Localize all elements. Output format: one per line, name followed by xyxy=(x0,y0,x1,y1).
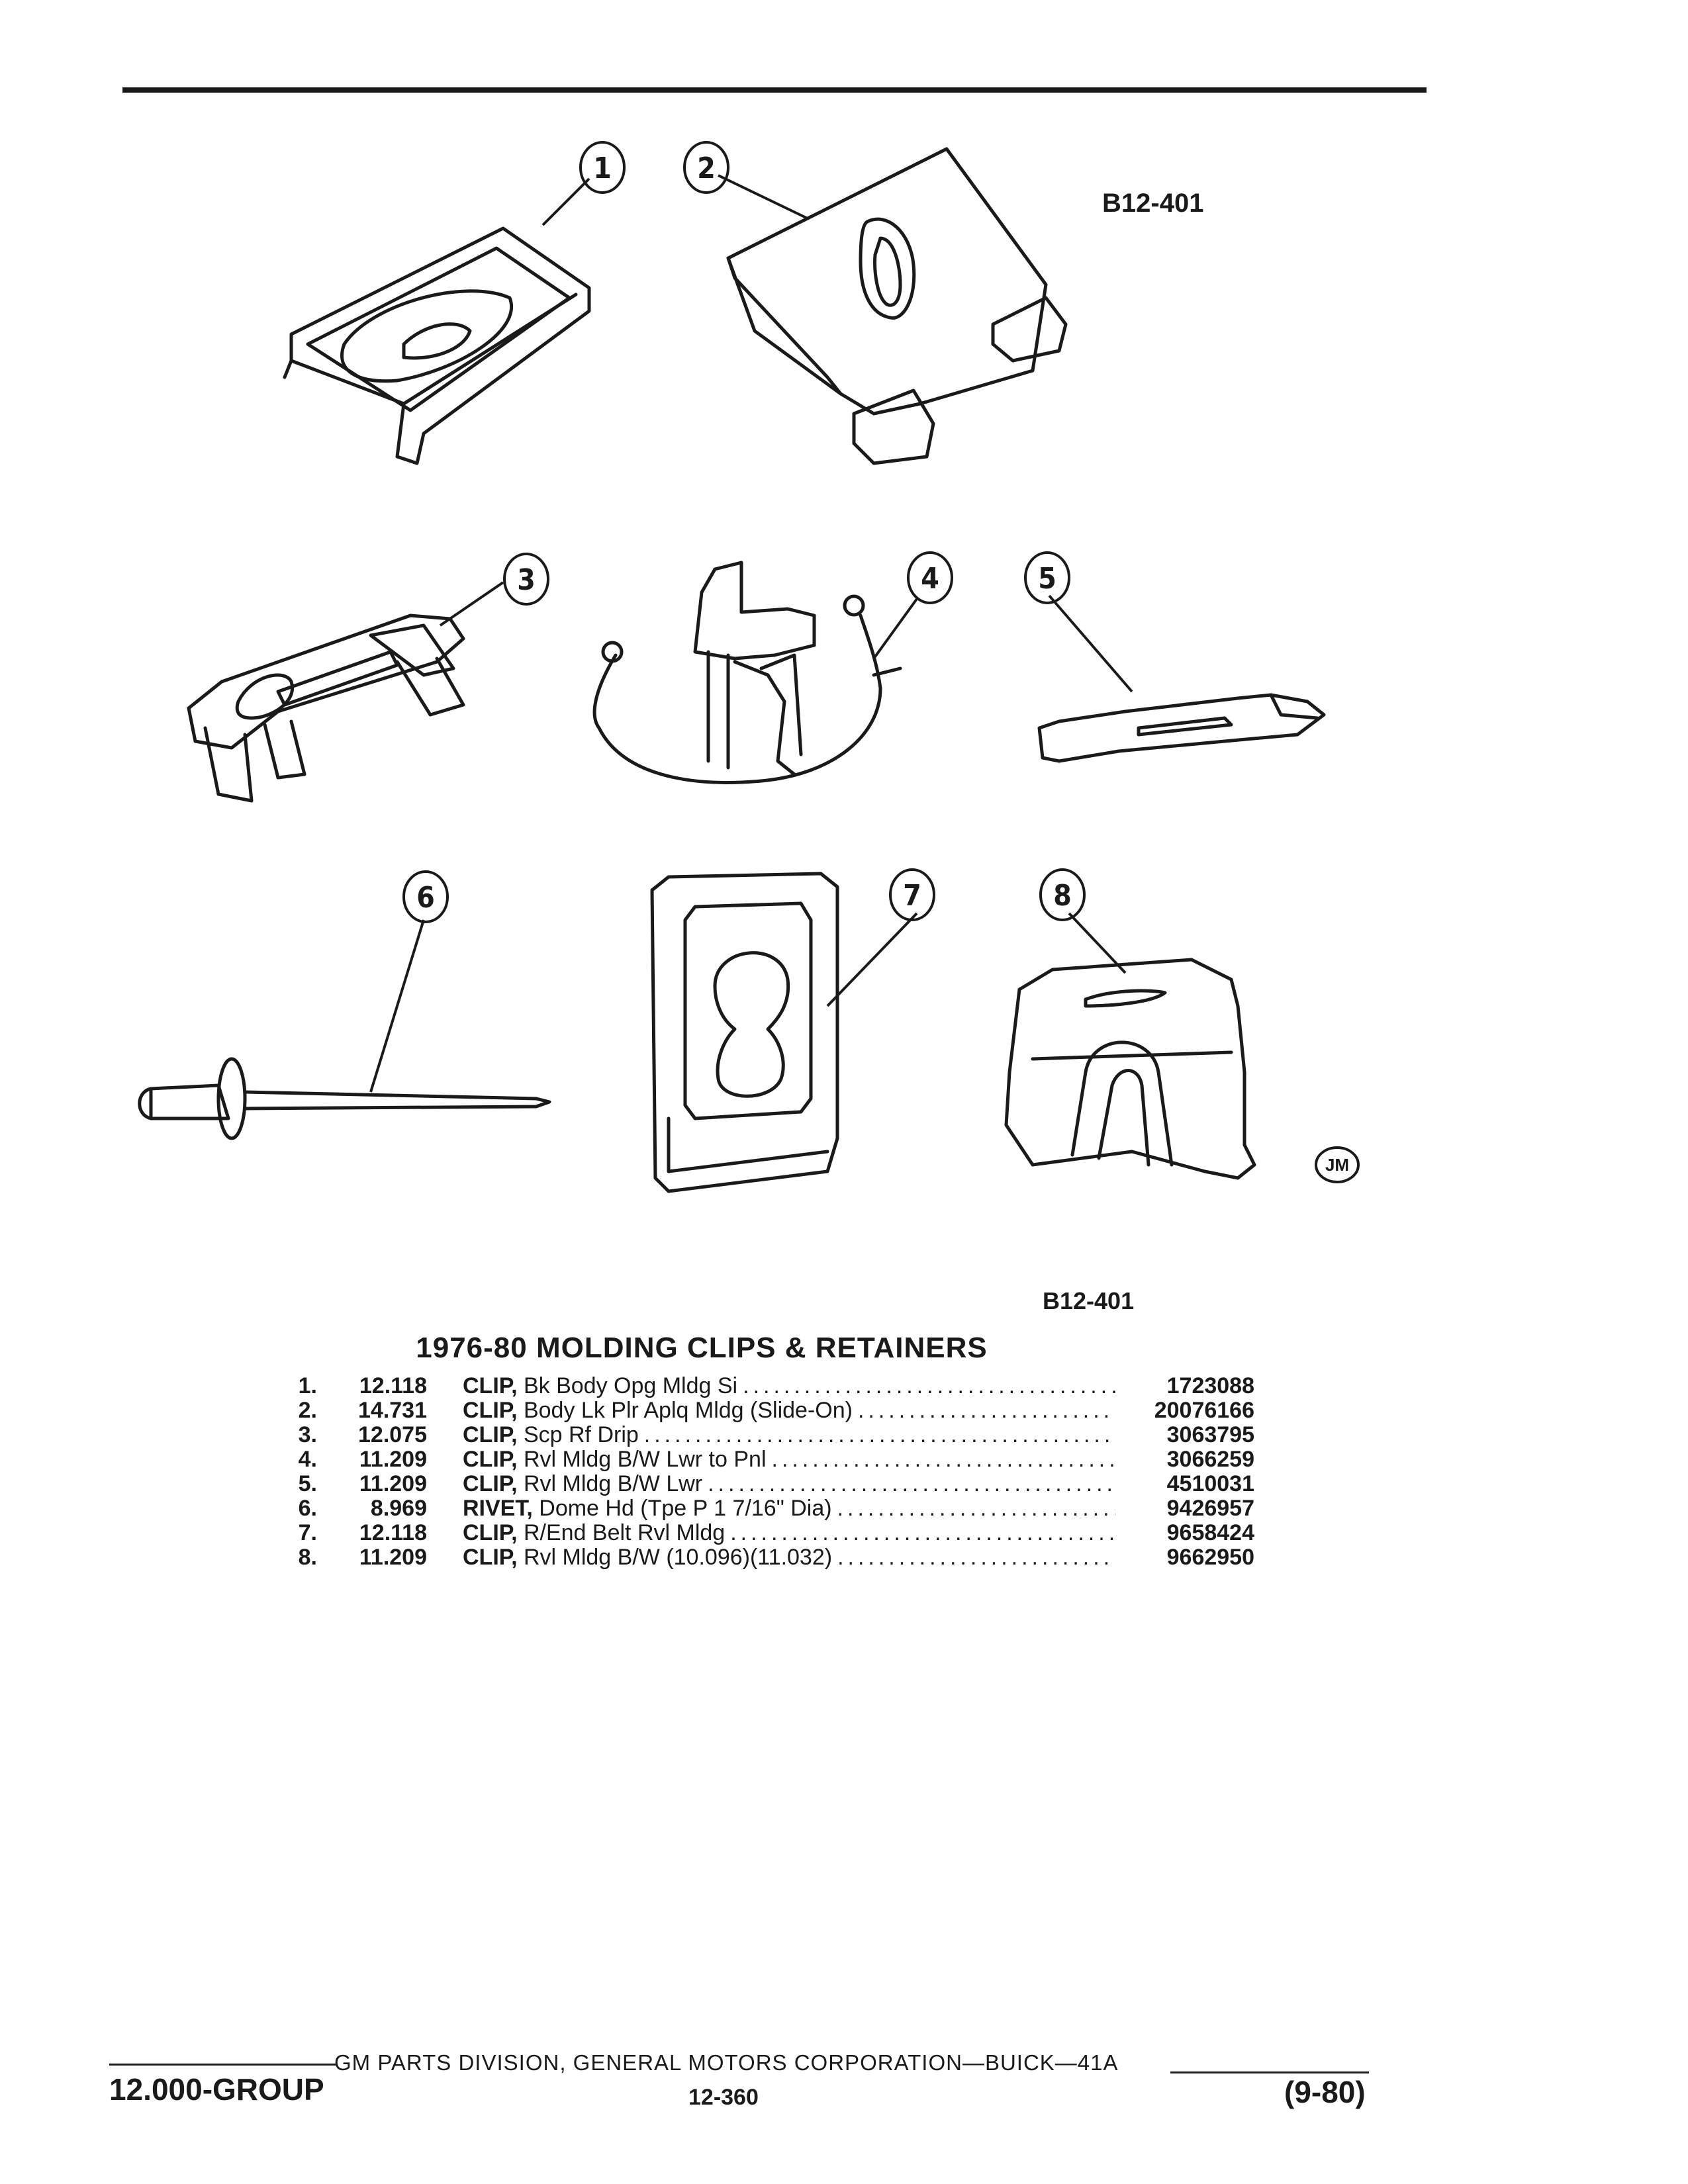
item-number: 5. xyxy=(298,1471,317,1496)
group-number: 12.118 xyxy=(359,1520,427,1545)
group-number: 11.209 xyxy=(359,1545,427,1570)
item-number: 3. xyxy=(298,1422,317,1447)
part-8-drawing xyxy=(1004,958,1256,1180)
parts-row: 8. 11.209 CLIP, Rvl Mldg B/W (10.096)(11… xyxy=(281,1545,1254,1570)
part-1-drawing xyxy=(283,226,591,465)
callout-6: 6 xyxy=(402,870,449,923)
item-number: 2. xyxy=(298,1398,317,1423)
part-description: CLIP, Scp Rf Drip.......................… xyxy=(463,1423,1115,1447)
callout-3: 3 xyxy=(503,553,549,606)
svg-text:3: 3 xyxy=(517,563,536,597)
part-number: 9426957 xyxy=(1166,1496,1254,1521)
svg-text:5: 5 xyxy=(1038,562,1056,596)
svg-text:1: 1 xyxy=(593,152,612,185)
svg-text:JM: JM xyxy=(1325,1155,1349,1175)
section-title: 1976-80 MOLDING CLIPS & RETAINERS xyxy=(416,1332,988,1364)
footer-date: (9-80) xyxy=(1284,2075,1366,2109)
leader-7 xyxy=(826,912,918,1007)
svg-text:2: 2 xyxy=(697,152,716,185)
callout-2: 2 xyxy=(683,141,729,194)
part-description: CLIP, Bk Body Opg Mldg Si...............… xyxy=(463,1374,1115,1398)
part-number: 9658424 xyxy=(1166,1520,1254,1545)
parts-row: 6. 8.969 RIVET, Dome Hd (Tpe P 1 7/16" D… xyxy=(281,1496,1254,1521)
part-3-drawing xyxy=(187,614,465,803)
artist-mark: JM xyxy=(1315,1146,1360,1183)
svg-text:4: 4 xyxy=(921,562,939,596)
item-number: 7. xyxy=(298,1520,317,1545)
leader-3 xyxy=(439,581,504,627)
parts-row: 7. 12.118 CLIP, R/End Belt Rvl Mldg.....… xyxy=(281,1521,1254,1545)
part-description: CLIP, Rvl Mldg B/W Lwr to Pnl...........… xyxy=(463,1447,1115,1472)
leader-5 xyxy=(1048,594,1133,693)
item-number: 4. xyxy=(298,1447,317,1472)
part-description: CLIP, R/End Belt Rvl Mldg...............… xyxy=(463,1521,1115,1545)
group-number: 11.209 xyxy=(359,1471,427,1496)
part-description: RIVET, Dome Hd (Tpe P 1 7/16" Dia)......… xyxy=(463,1496,1115,1521)
callout-4: 4 xyxy=(907,551,953,604)
parts-row: 2. 14.731 CLIP, Body Lk Plr Aplq Mldg (S… xyxy=(281,1398,1254,1423)
part-5-drawing xyxy=(1037,693,1326,763)
part-7-drawing xyxy=(650,872,839,1193)
part-description: CLIP, Rvl Mldg B/W (10.096)(11.032).....… xyxy=(463,1545,1115,1570)
group-number: 12.118 xyxy=(359,1373,427,1398)
item-number: 8. xyxy=(298,1545,317,1570)
parts-row: 4. 11.209 CLIP, Rvl Mldg B/W Lwr to Pnl.… xyxy=(281,1447,1254,1472)
part-number: 9662950 xyxy=(1166,1545,1254,1570)
part-number: 1723088 xyxy=(1166,1373,1254,1398)
callout-1: 1 xyxy=(579,141,626,194)
item-number: 6. xyxy=(298,1496,317,1521)
footer-rule-left xyxy=(109,2064,338,2066)
header-rule xyxy=(122,87,1427,93)
part-number: 20076166 xyxy=(1154,1398,1254,1423)
parts-illustration: 1 2 3 4 5 6 7 8 JM xyxy=(138,141,1360,1193)
group-number: 14.731 xyxy=(358,1398,427,1423)
item-number: 1. xyxy=(298,1373,317,1398)
callout-8: 8 xyxy=(1039,868,1086,921)
parts-row: 1. 12.118 CLIP, Bk Body Opg Mldg Si.....… xyxy=(281,1374,1254,1398)
part-2-drawing xyxy=(726,147,1068,465)
leader-8 xyxy=(1068,912,1127,974)
group-number: 8.969 xyxy=(370,1496,427,1521)
group-number: 11.209 xyxy=(359,1447,427,1472)
footer-group: 12.000-GROUP xyxy=(109,2072,324,2107)
part-4-drawing xyxy=(592,561,902,784)
leader-1 xyxy=(541,177,590,226)
svg-text:7: 7 xyxy=(903,879,921,913)
part-6-drawing xyxy=(138,1057,551,1140)
group-number: 12.075 xyxy=(358,1422,427,1447)
svg-text:6: 6 xyxy=(416,881,435,915)
footer-publisher: GM PARTS DIVISION, GENERAL MOTORS CORPOR… xyxy=(334,2050,1119,2075)
parts-row: 3. 12.075 CLIP, Scp Rf Drip.............… xyxy=(281,1423,1254,1447)
parts-row: 5. 11.209 CLIP, Rvl Mldg B/W Lwr........… xyxy=(281,1472,1254,1496)
parts-list: 1. 12.118 CLIP, Bk Body Opg Mldg Si.....… xyxy=(281,1374,1254,1570)
footer-rule-right xyxy=(1170,2071,1369,2073)
figure-label-bottom: B12-401 xyxy=(1043,1287,1135,1314)
leader-2 xyxy=(718,174,808,220)
part-number: 3066259 xyxy=(1166,1447,1254,1472)
part-number: 4510031 xyxy=(1166,1471,1254,1496)
callout-7: 7 xyxy=(889,868,935,921)
footer-page-number: 12-360 xyxy=(688,2085,759,2110)
leader-6 xyxy=(369,919,425,1093)
svg-text:8: 8 xyxy=(1053,879,1072,913)
figure-label-top: B12-401 xyxy=(1102,189,1204,218)
callout-5: 5 xyxy=(1024,551,1070,604)
leader-4 xyxy=(872,598,918,660)
part-number: 3063795 xyxy=(1166,1422,1254,1447)
part-description: CLIP, Body Lk Plr Aplq Mldg (Slide-On)..… xyxy=(463,1398,1115,1423)
part-description: CLIP, Rvl Mldg B/W Lwr..................… xyxy=(463,1472,1115,1496)
